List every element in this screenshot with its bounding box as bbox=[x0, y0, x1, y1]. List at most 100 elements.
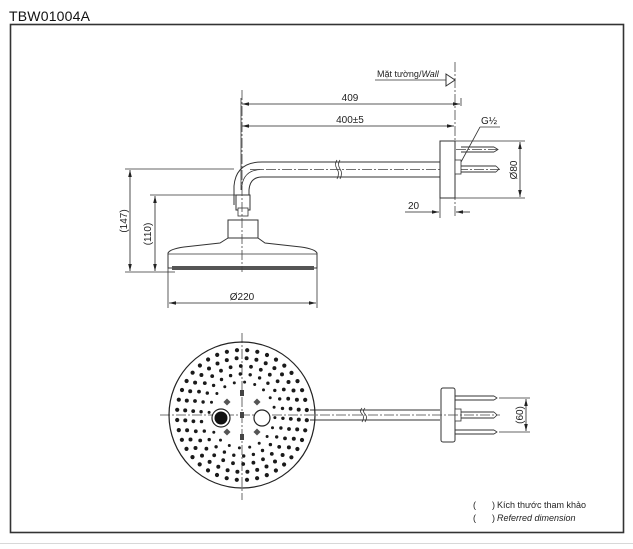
nozzle-dot bbox=[245, 469, 250, 474]
side-view: Mặt tường/Wall 409 400±5 G½ bbox=[119, 62, 525, 308]
nozzle-dot bbox=[207, 366, 211, 371]
dim-flange-diameter-label: Ø80 bbox=[509, 160, 520, 179]
nozzle-dot bbox=[260, 448, 265, 453]
nozzle-dot bbox=[212, 453, 217, 458]
nozzle-dot bbox=[175, 407, 180, 412]
nozzle-dot bbox=[295, 446, 300, 452]
dim-arm-length-label: 400±5 bbox=[336, 115, 364, 126]
nozzle-dot bbox=[199, 419, 204, 424]
nozzle-dot bbox=[291, 388, 296, 393]
nozzle-dot bbox=[251, 460, 256, 465]
nozzle-dot bbox=[255, 467, 260, 472]
shower-head-side bbox=[167, 237, 318, 269]
nozzle-dot bbox=[219, 377, 224, 382]
nozzle-pattern bbox=[175, 348, 309, 482]
nozzle-dot bbox=[286, 380, 291, 384]
marker-diamond bbox=[253, 428, 261, 436]
nozzle-dot bbox=[224, 358, 229, 363]
nozzle-dot bbox=[287, 427, 291, 431]
nozzle-dot bbox=[202, 429, 206, 433]
nozzle-dot bbox=[175, 417, 180, 423]
nozzle-dot bbox=[234, 477, 239, 482]
nozzle-dot bbox=[205, 468, 211, 473]
nozzle-dot bbox=[304, 418, 309, 423]
svg-text:): ) bbox=[492, 500, 495, 510]
nozzle-dot bbox=[261, 457, 265, 462]
nozzle-dot bbox=[289, 455, 294, 460]
nozzle-dot bbox=[242, 454, 246, 458]
marker-diamond bbox=[223, 398, 231, 406]
nozzle-dot bbox=[257, 376, 262, 380]
nozzle-dot bbox=[255, 476, 260, 481]
dim-anchor-spacing-label: (60) bbox=[515, 406, 526, 424]
nozzle-dot bbox=[176, 397, 181, 402]
nozzle-dot bbox=[273, 357, 279, 362]
nozzle-dot bbox=[176, 428, 181, 433]
nozzle-dot bbox=[228, 365, 233, 370]
svg-text:(: ( bbox=[473, 513, 476, 523]
spray-mode-button-inactive bbox=[253, 409, 271, 427]
nozzle-dot bbox=[198, 438, 203, 443]
nozzle-dot bbox=[184, 446, 189, 451]
nozzle-dot bbox=[219, 438, 222, 442]
nozzle-dot bbox=[268, 442, 273, 447]
nozzle-dot bbox=[219, 368, 223, 373]
nozzle-dot bbox=[210, 400, 213, 404]
nozzle-dot bbox=[264, 352, 270, 358]
bottom-divider bbox=[0, 543, 633, 544]
nozzle-dot bbox=[214, 445, 218, 449]
svg-text:(: ( bbox=[473, 500, 476, 510]
nozzle-dot bbox=[179, 387, 185, 393]
marker-slot bbox=[240, 412, 244, 418]
nozzle-dot bbox=[183, 408, 188, 413]
nozzle-dot bbox=[199, 373, 204, 377]
nozzle-dot bbox=[249, 364, 253, 369]
nozzle-dot bbox=[273, 388, 277, 393]
nozzle-dot bbox=[281, 416, 285, 420]
nozzle-dot bbox=[243, 380, 247, 384]
nozzle-dot bbox=[296, 417, 301, 422]
nozzle-dot bbox=[279, 426, 283, 430]
nozzle-dot bbox=[280, 453, 285, 457]
nozzle-dot bbox=[234, 356, 239, 361]
nozzle-dot bbox=[232, 453, 236, 457]
nozzle-dot bbox=[244, 477, 250, 482]
nozzle-dot bbox=[296, 407, 301, 412]
nozzle-dot bbox=[258, 367, 263, 372]
nozzle-dot bbox=[210, 374, 215, 378]
nozzle-dot bbox=[304, 407, 309, 413]
nozzle-dot bbox=[221, 458, 226, 463]
nozzle-dot bbox=[288, 406, 293, 411]
nozzle-dot bbox=[295, 427, 300, 432]
nozzle-dot bbox=[262, 388, 265, 392]
nozzle-dot bbox=[263, 361, 268, 366]
shower-head-face bbox=[168, 341, 316, 489]
drawing-frame bbox=[9, 23, 625, 534]
wall-label: Mặt tường/Wall bbox=[377, 69, 440, 79]
nozzle-dot bbox=[264, 464, 269, 469]
dim-head-diameter-label: Ø220 bbox=[230, 292, 255, 303]
nozzle-dot bbox=[183, 418, 188, 423]
nozzle-dot bbox=[232, 381, 236, 385]
nozzle-dot bbox=[222, 450, 227, 454]
nozzle-dot bbox=[255, 349, 260, 354]
nozzle-dot bbox=[199, 410, 203, 414]
nozzle-dot bbox=[227, 444, 231, 447]
nozzle-dot bbox=[299, 437, 305, 443]
nozzle-dot bbox=[205, 391, 209, 395]
nozzle-dot bbox=[273, 459, 277, 464]
nozzle-dot bbox=[188, 389, 193, 394]
marker-diamond bbox=[223, 428, 231, 436]
nozzle-dot bbox=[280, 372, 284, 377]
nozzle-dot bbox=[271, 426, 274, 430]
nozzle-dot bbox=[179, 437, 184, 442]
nozzle-dot bbox=[264, 473, 269, 478]
nozzle-dot bbox=[266, 381, 270, 385]
nozzle-dot bbox=[237, 446, 241, 450]
nozzle-dot bbox=[294, 397, 299, 402]
nozzle-dot bbox=[211, 383, 216, 388]
nozzle-dot bbox=[272, 366, 277, 371]
nozzle-dot bbox=[204, 446, 209, 451]
nozzle-dot bbox=[207, 437, 211, 442]
nozzle-dot bbox=[282, 363, 287, 368]
